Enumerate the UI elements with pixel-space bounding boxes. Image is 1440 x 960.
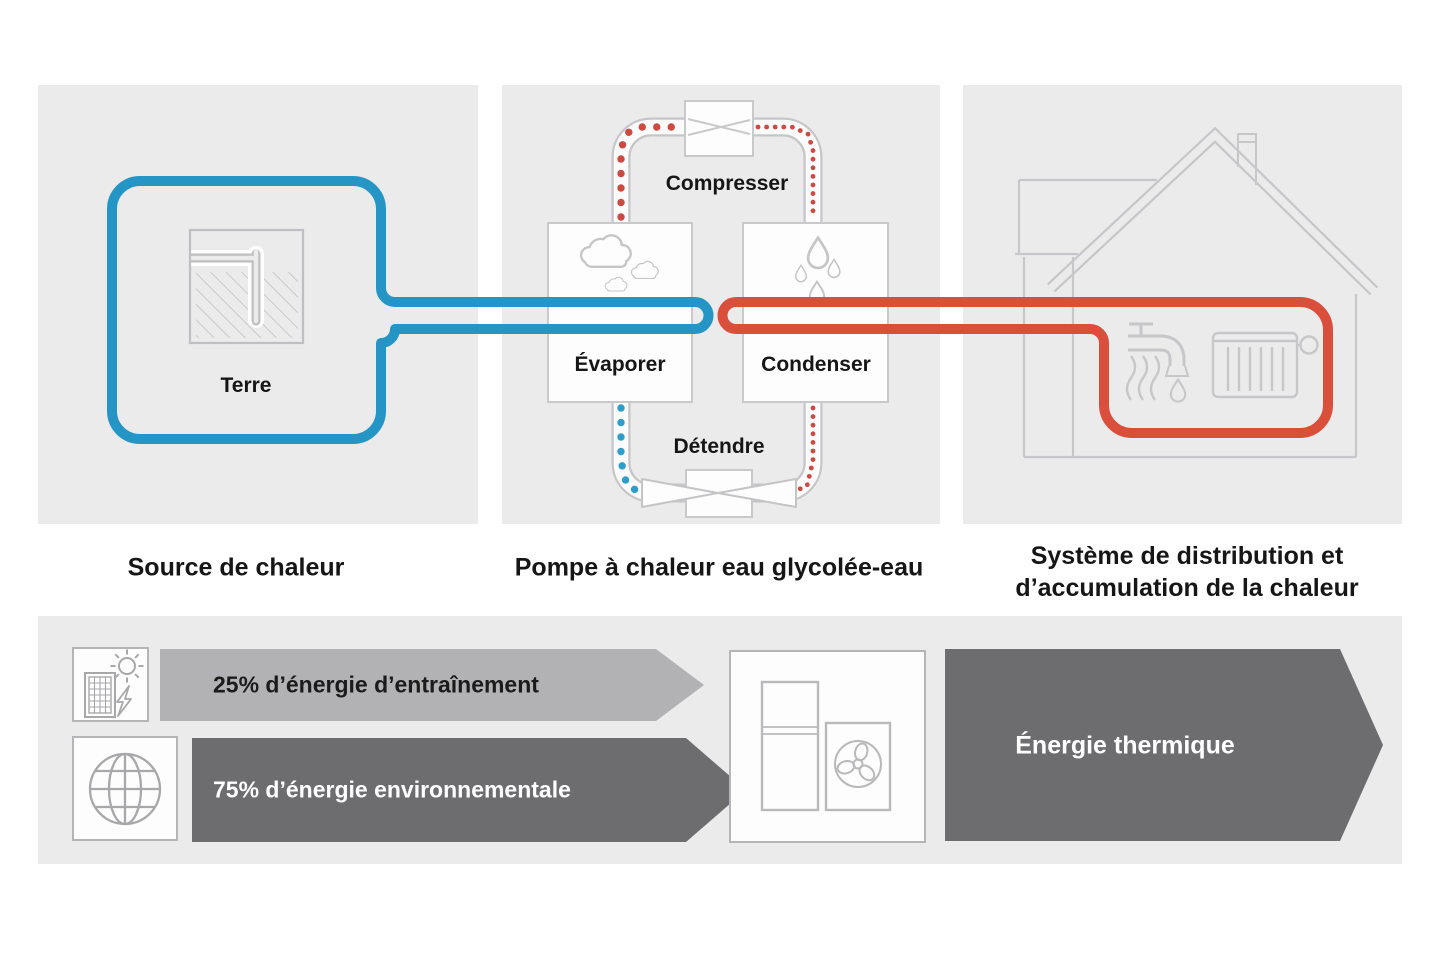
heating-circuit-pipe	[717, 297, 1333, 438]
refrigerant-dot	[781, 124, 787, 130]
refrigerant-dot	[617, 433, 625, 441]
refrigerant-dot	[653, 123, 661, 131]
refrigerant-dot	[617, 184, 625, 192]
expansion-label: Détendre	[673, 435, 765, 458]
source-caption: Source de chaleur	[127, 553, 345, 582]
globe-icon	[72, 736, 178, 841]
fan-icon	[834, 740, 882, 788]
ground-probe-icon	[188, 228, 305, 345]
sun-icon	[110, 649, 144, 683]
refrigerant-dot	[617, 155, 625, 163]
refrigerant-dot	[617, 213, 625, 221]
heat-pump-unit-icon	[729, 650, 926, 843]
refrigerant-dot	[617, 169, 625, 178]
distribution-caption: Système de distribution et d’accumulatio…	[1015, 540, 1358, 604]
refrigerant-dot	[810, 156, 816, 162]
refrigerant-dot	[617, 418, 625, 427]
compressor-icon	[684, 100, 754, 157]
environmental-energy-arrow	[192, 738, 746, 842]
refrigerant-dot	[810, 448, 816, 454]
refrigerant-dot	[810, 191, 816, 196]
refrigerant-dot	[810, 173, 816, 179]
refrigerant-dot	[810, 431, 816, 437]
distribution-caption-line2: d’accumulation de la chaleur	[1015, 574, 1359, 602]
drive-energy-label: 25% d’énergie d’entraînement	[213, 671, 539, 698]
refrigerant-dot	[789, 124, 795, 130]
refrigerant-dot	[772, 124, 778, 130]
refrigerant-dot	[810, 182, 816, 188]
refrigerant-dot	[625, 128, 633, 136]
ground-label: Terre	[220, 374, 272, 397]
refrigerant-dot	[810, 414, 816, 419]
compressor-label: Compresser	[665, 172, 789, 195]
building-sun-electricity-icon	[72, 647, 149, 722]
refrigerant-dot	[808, 139, 814, 145]
condenser-label: Condenser	[761, 353, 871, 376]
refrigerant-dot	[617, 404, 625, 412]
refrigerant-dot	[797, 486, 803, 492]
heat-pump-caption: Pompe à chaleur eau glycolée-eau	[514, 553, 924, 582]
refrigerant-dots	[617, 123, 816, 497]
refrigerant-dot	[810, 165, 816, 171]
refrigerant-dot	[810, 422, 816, 428]
refrigerant-dot	[618, 141, 627, 149]
condenser-box	[742, 222, 889, 403]
expansion-valve-icon	[641, 469, 797, 518]
refrigerant-dot	[810, 440, 816, 445]
refrigerant-dot	[617, 447, 625, 456]
thermal-energy-label: Énergie thermique	[1015, 731, 1235, 760]
brine-circuit-pipe	[107, 176, 714, 444]
refrigerant-dot	[806, 473, 812, 479]
refrigerant-dot	[810, 405, 816, 411]
refrigerant-dot	[805, 131, 811, 137]
refrigerant-dot	[808, 465, 814, 471]
environmental-energy-label: 75% d’énergie environnementale	[213, 776, 571, 803]
refrigerant-dot	[804, 482, 810, 488]
refrigerant-dot	[810, 457, 816, 462]
thermal-energy-arrow	[945, 649, 1383, 841]
refrigerant-dot	[810, 208, 816, 214]
evaporator-label: Évaporer	[574, 353, 666, 376]
refrigerant-dot	[638, 123, 646, 131]
energy-flow-arrows	[160, 649, 1383, 842]
refrigerant-dot	[764, 124, 769, 130]
lightning-icon	[116, 685, 132, 717]
refrigerant-dot	[630, 485, 639, 494]
refrigerant-dot	[621, 476, 630, 484]
hot-water-faucet-icon	[1125, 322, 1190, 403]
refrigerant-dot	[810, 199, 816, 205]
refrigerant-dot	[810, 148, 816, 153]
refrigerant-dot	[667, 123, 675, 131]
refrigerant-dot	[617, 198, 625, 207]
radiator-icon	[1211, 331, 1319, 399]
refrigerant-dot	[797, 128, 803, 134]
house-icon	[1015, 126, 1379, 459]
refrigerant-dot	[618, 462, 626, 470]
drive-energy-arrow	[160, 649, 704, 721]
refrigerant-dot	[755, 124, 761, 130]
distribution-caption-line1: Système de distribution et	[1030, 542, 1344, 570]
